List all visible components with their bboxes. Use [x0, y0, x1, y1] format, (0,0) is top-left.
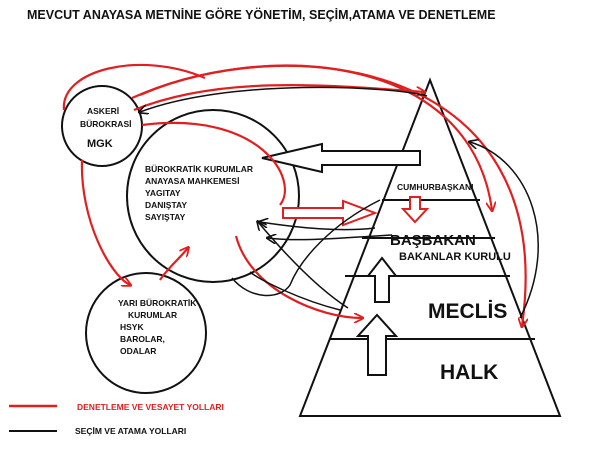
- barolar-label: BAROLAR,: [120, 334, 165, 344]
- askeri-label: ASKERİ: [87, 106, 119, 116]
- meclis-to-basbakan-arrow: [365, 256, 399, 303]
- black-pyramid-to-burokratik: [260, 222, 376, 231]
- hsyk-label: HSYK: [120, 322, 144, 332]
- black-meclis-to-yari: [249, 271, 341, 311]
- burokrasi-label: BÜROKRASİ: [80, 119, 131, 129]
- black-meclis-to-cumhurbaskani: [470, 142, 539, 319]
- legend-black-label: SEÇİM VE ATAMA YOLLARI: [75, 426, 186, 436]
- red-yari-to-burokratik: [159, 248, 188, 281]
- askeri-burokrasi-circle: [61, 85, 143, 167]
- black-cumhurbaskani-to-yari: [231, 199, 381, 297]
- red-burokratik-to-meclis: [234, 235, 362, 318]
- red-askeri-to-yari: [80, 159, 130, 285]
- red-hollow-arrow-down: [400, 196, 430, 224]
- red-mgk-to-apex: [133, 84, 424, 112]
- mgk-label: MGK: [87, 138, 113, 150]
- red-mgk-to-meclis: [139, 64, 526, 326]
- red-mgk-to-burokratik: [141, 122, 286, 206]
- yari-burokratik-label: YARI BÜROKRATİK: [118, 298, 197, 308]
- burokratik-kurumlar-label: BÜROKRATİK KURUMLAR: [145, 164, 253, 174]
- red-askeri-arc-top: [62, 63, 206, 111]
- burokratik-kurumlar-circle: [126, 109, 300, 283]
- basbakan-label: BAŞBAKAN: [390, 232, 476, 249]
- sayistay-label: SAYIŞTAY: [145, 212, 186, 222]
- yari-burokratik-circle: [85, 272, 207, 394]
- pyramid-to-burokratik-arrow: [261, 142, 421, 174]
- bakanlar-kurulu-label: BAKANLAR KURULU: [399, 251, 511, 263]
- odalar-label: ODALAR: [120, 346, 156, 356]
- meclis-label: MECLİS: [428, 300, 507, 323]
- black-apex-to-askeri: [140, 86, 428, 112]
- red-hollow-arrow-right: [282, 199, 378, 227]
- anayasa-mahkemesi-label: ANAYASA MAHKEMESİ: [145, 176, 239, 186]
- halk-label: HALK: [440, 361, 498, 384]
- danistay-label: DANIŞTAY: [145, 200, 187, 210]
- halk-to-meclis-arrow: [355, 313, 399, 376]
- black-meclis-to-burokratik: [258, 222, 349, 309]
- yagitay-label: YAGITAY: [145, 188, 181, 198]
- yari-kurumlar-label: KURUMLAR: [128, 310, 177, 320]
- diagram-title: MEVCUT ANAYASA METNİNE GÖRE YÖNETİM, SEÇ…: [27, 7, 496, 22]
- cumhurbaskani-label: CUMHURBAŞKANI: [397, 182, 474, 192]
- legend-red-label: DENETLEME VE VESAYET YOLLARI: [77, 402, 224, 412]
